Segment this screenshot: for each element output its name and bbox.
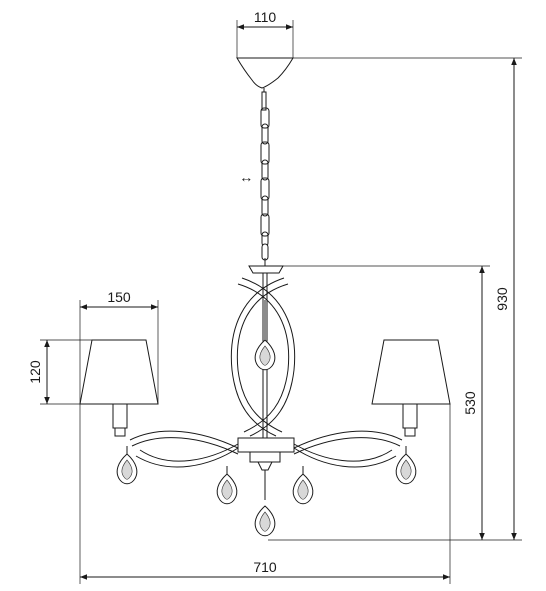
crystal-pendant-right-inner [292,466,314,505]
crystal-pendant-center-bottom [254,505,276,537]
shade-height-label: 120 [27,360,43,384]
dimension-shade-height: 120 [27,339,92,405]
left-lampshade [79,339,159,405]
dimension-canopy-width: 110 [236,9,294,58]
dimension-shade-width: 150 [79,289,159,404]
crystal-pendant-center-top [254,330,276,371]
right-lamp-holder [402,403,418,437]
dimension-total-height: 930 [268,57,522,541]
right-arm [293,430,403,468]
total-width-label: 710 [253,559,277,575]
dimension-body-height: 530 [283,265,490,540]
crystal-pendant-right-outer [395,446,417,485]
shade-width-label: 150 [107,289,131,305]
chain-adjust-mark: ↕ [237,176,253,183]
total-height-label: 930 [494,287,510,311]
central-hub [237,437,295,500]
body-height-label: 530 [462,391,478,415]
left-lamp-holder [112,403,128,437]
suspension-chain [260,91,270,266]
crystal-pendant-left-inner [216,466,238,505]
dimension-total-width: 710 [79,404,451,584]
right-lampshade [371,339,451,405]
canopy-width-label: 110 [254,9,277,25]
left-arm [129,430,239,468]
ceiling-canopy [236,57,294,94]
crystal-pendant-left-outer [116,446,138,485]
top-plate [248,265,284,274]
